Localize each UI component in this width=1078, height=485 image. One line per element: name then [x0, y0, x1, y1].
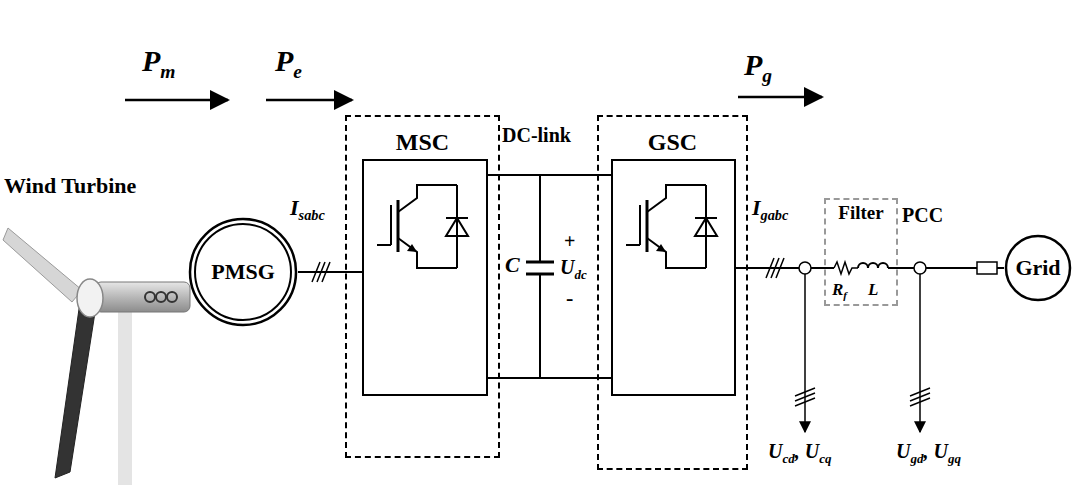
converter-group: GSC [597, 115, 748, 470]
subscript: sabc [299, 207, 325, 223]
line-impedance [977, 262, 997, 274]
wire [500, 174, 597, 176]
dc-rail [487, 377, 612, 379]
node-title: PMSG [211, 260, 275, 284]
gear [167, 292, 177, 302]
generator-circle: PMSG [188, 217, 298, 327]
power-arrow [738, 96, 822, 99]
blade [3, 228, 82, 302]
three-phase-mark [312, 262, 330, 282]
signal-label: Ugd, Ugq [896, 440, 961, 466]
voltage-label: Udc [560, 256, 587, 282]
symbol: U [560, 256, 574, 278]
converter-box [363, 160, 487, 395]
circle-outline [1006, 236, 1070, 300]
wind-turbine [3, 228, 190, 485]
symbol: I [290, 195, 299, 220]
node-title: GSC [648, 129, 697, 155]
measurement-line [804, 274, 806, 432]
symbol: I [752, 195, 761, 220]
wire [345, 271, 363, 273]
node-title: MSC [396, 129, 449, 155]
grid-circle: Grid [1004, 234, 1072, 302]
part-name: PCC [902, 204, 943, 226]
subscript: m [160, 61, 175, 82]
current-label: Igabc [752, 196, 788, 224]
circle-outline [190, 219, 296, 325]
component-label: L [868, 281, 878, 300]
component-label: C [505, 253, 520, 277]
node-title: Grid [1015, 256, 1060, 280]
subscript: g [762, 65, 772, 86]
power-arrow [125, 99, 228, 102]
subscript: dc [574, 267, 586, 282]
capacitor-symbol [526, 261, 554, 264]
igbt-symbol [377, 185, 468, 268]
converter-group: MSC [345, 115, 500, 458]
component-label: Rf [832, 281, 847, 302]
symbol: P [744, 48, 762, 81]
three-phase-mark [910, 388, 930, 406]
subscript: f [843, 289, 847, 301]
symbol: , U [923, 440, 947, 462]
resistor-symbol [834, 262, 858, 274]
blade [55, 302, 96, 478]
subscript: cq [819, 451, 831, 466]
circle-outline [195, 224, 291, 320]
three-phase-mark [766, 258, 784, 278]
inductor-symbol [858, 263, 888, 268]
symbol: P [275, 44, 293, 77]
polarity-sign: - [566, 286, 573, 310]
power-label: Pm [142, 44, 176, 82]
power-arrows [125, 97, 822, 100]
power-arrow [266, 99, 352, 102]
subscript: gabc [761, 207, 789, 223]
tower [118, 312, 132, 485]
polarity-sign: + [564, 230, 575, 252]
nacelle [95, 282, 190, 312]
power-label: Pg [744, 48, 772, 86]
symbol: U [896, 440, 910, 462]
symbol: R [832, 280, 843, 299]
three-phase-mark [795, 388, 815, 406]
gear [156, 292, 166, 302]
measurement-line [919, 274, 921, 432]
subscript: cd [782, 451, 794, 466]
igbt-symbol [626, 185, 717, 268]
subscript: gq [948, 451, 961, 466]
converter-box [612, 160, 735, 395]
signal-label: Ucd, Ucq [768, 440, 831, 466]
subscript: gd [910, 451, 923, 466]
symbol: , U [795, 440, 819, 462]
machine-side-wiring [312, 160, 487, 395]
hub [77, 279, 103, 317]
node-title: Filter [838, 203, 883, 224]
part-name: Wind Turbine [4, 174, 136, 198]
current-label: Isabc [290, 196, 325, 224]
wire [748, 267, 824, 269]
power-label: Pe [275, 44, 302, 82]
gear [145, 292, 155, 302]
subscript: e [293, 61, 302, 82]
symbol: U [768, 440, 782, 462]
dc-link [487, 175, 612, 378]
part-name: DC-link [502, 124, 571, 146]
symbol: P [142, 44, 160, 77]
measurement-point [799, 262, 811, 274]
grid-side-wiring [612, 160, 997, 432]
measurement-point [914, 262, 926, 274]
